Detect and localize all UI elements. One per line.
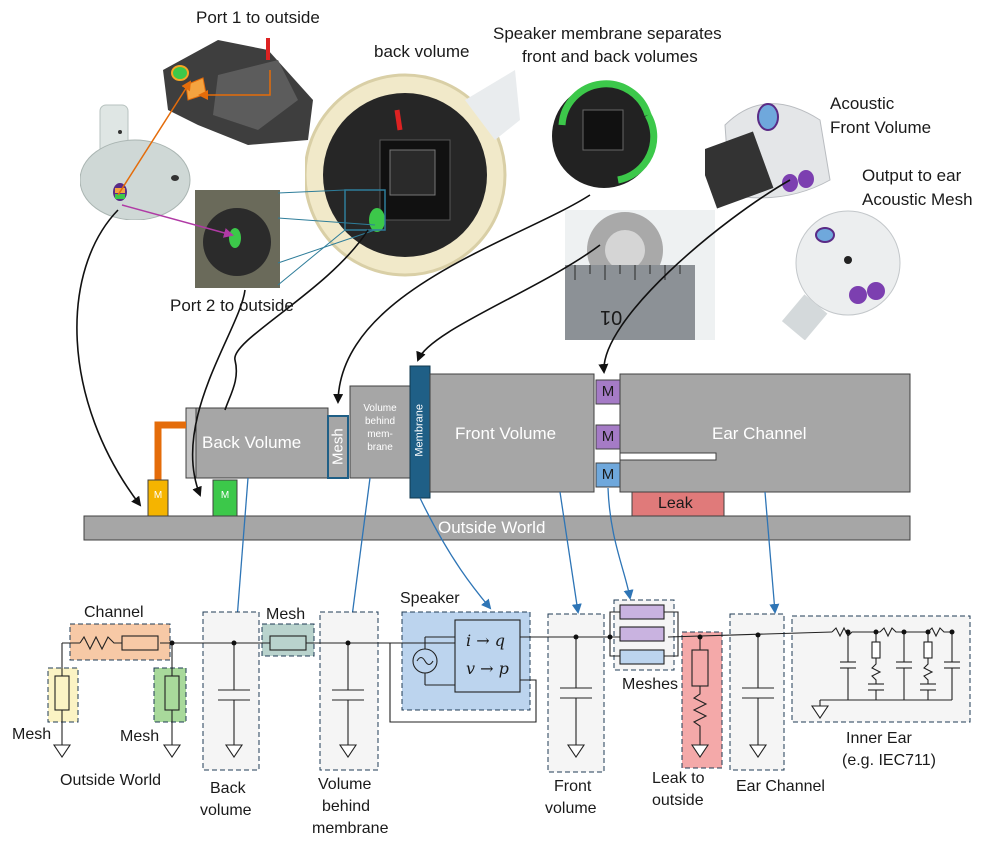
- meshes-label: Meshes: [622, 676, 679, 693]
- front-cover-photo: [705, 85, 835, 215]
- front-volume-photo-line1: Acoustic: [830, 94, 895, 113]
- mesh-left2-label: Mesh: [120, 728, 160, 745]
- mesh-m-2: [595, 424, 621, 450]
- vbm-block-line4: brane: [367, 442, 393, 453]
- speaker-eq1: i → q: [466, 631, 505, 650]
- leak-line2: outside: [652, 792, 704, 809]
- port2-m-block: [212, 479, 238, 517]
- junction-dots: [169, 629, 955, 646]
- ear-tip-drawing: [781, 210, 901, 340]
- back-volume-photo-label: back volume: [374, 42, 470, 61]
- membrane-label: Membrane: [413, 404, 426, 457]
- mesh-block: [327, 415, 349, 479]
- mesh-m-3: [595, 462, 621, 488]
- zoom-lines: [277, 189, 376, 286]
- front-volume-block-label: Front Volume: [455, 424, 557, 443]
- front-cover-drawing: [705, 103, 831, 209]
- speaker-label: Speaker: [400, 590, 460, 607]
- vbm-block-line2: behind: [364, 416, 396, 427]
- port2-m-label: M: [220, 490, 230, 501]
- mesh-m3-label: M: [601, 466, 615, 483]
- port2-drawing: [195, 190, 280, 288]
- mesh-m2-label: M: [601, 428, 615, 445]
- driver-ruler-drawing: [565, 210, 715, 340]
- back-volume-notch: [185, 407, 197, 479]
- mesh-block-label: Mesh: [329, 428, 347, 465]
- port2-photo: [195, 190, 280, 288]
- inner-ear-box: [791, 615, 971, 723]
- port1-m-block: [147, 479, 169, 517]
- vbm-block-line3: mem-: [367, 429, 393, 440]
- vbm-line2: behind: [322, 798, 371, 815]
- vbm-block-line1: Volume: [363, 403, 397, 414]
- back-volume-block-label: Back Volume: [202, 433, 302, 452]
- driver-ruler-photo: 01: [565, 210, 715, 340]
- photo-to-block-connectors: [76, 179, 791, 507]
- port1-tube: [154, 421, 186, 480]
- leak-block: [631, 491, 725, 517]
- back-volume-photo: [305, 60, 520, 290]
- port2-label: Port 2 to outside: [170, 296, 294, 315]
- port1-inner-arrow: [198, 70, 271, 100]
- back-volume-line2: volume: [200, 802, 252, 819]
- ac-source-wave: [416, 656, 434, 666]
- output-line1: Output to ear: [862, 166, 962, 185]
- port1-callout-arrow: [117, 80, 192, 196]
- outside-world-bar-label: Outside World: [438, 518, 546, 537]
- leak-line1: Leak to: [652, 770, 705, 787]
- port2-callout-arrow: [121, 204, 234, 238]
- outside-world-circuit-label: Outside World: [60, 772, 162, 789]
- inner-ear-line2: (e.g. IEC711): [842, 752, 936, 769]
- mesh-top-label: Mesh: [266, 606, 306, 623]
- ear-channel-block: [619, 373, 911, 493]
- ear-channel-box: [729, 613, 785, 771]
- volume-behind-membrane-block: [349, 385, 411, 479]
- vbm-box: [319, 611, 379, 771]
- port1-label: Port 1 to outside: [196, 8, 320, 27]
- back-volume-box: [202, 611, 260, 771]
- ear-channel-circuit-label: Ear Channel: [736, 778, 825, 795]
- speaker-eq2: v → p: [466, 659, 509, 678]
- vbm-line1: Volume: [318, 776, 372, 793]
- speaker-module-photo: [548, 75, 660, 197]
- membrane-note-line2: front and back volumes: [522, 47, 698, 66]
- channel-label: Channel: [84, 604, 144, 621]
- ground-symbols: [52, 705, 830, 758]
- earbud-drawing: [80, 104, 191, 220]
- circuit-wires: [54, 604, 960, 745]
- ear-channel-block-label: Ear Channel: [712, 424, 807, 443]
- ear-tip-photo: [780, 205, 905, 340]
- earbud-photo: [80, 100, 200, 220]
- leak-block-label: Leak: [658, 495, 693, 512]
- mesh-m1-label: M: [601, 383, 615, 400]
- output-line2: Acoustic Mesh: [862, 190, 973, 209]
- mesh-m-1: [595, 379, 621, 405]
- back-volume-drawing: [305, 70, 520, 277]
- front-volume-line1: Front: [554, 778, 592, 795]
- block-to-circuit-arrows: [231, 477, 780, 634]
- back-volume-line1: Back: [210, 780, 246, 797]
- front-volume-line2: volume: [545, 800, 597, 817]
- vbm-line3: membrane: [312, 820, 389, 837]
- port1-m-label: M: [153, 490, 163, 501]
- speaker-module-drawing: [552, 80, 658, 188]
- front-volume-block: [429, 373, 595, 493]
- ear-channel-slot: [619, 452, 717, 461]
- inner-ear-line1: Inner Ear: [846, 730, 912, 747]
- membrane-note-line1: Speaker membrane separates: [493, 24, 722, 43]
- outside-world-bar: [83, 515, 911, 541]
- back-volume-block: [195, 407, 329, 479]
- mesh-left1-label: Mesh: [12, 726, 52, 743]
- zoom-box: [344, 189, 386, 231]
- front-volume-photo-line2: Front Volume: [830, 118, 932, 137]
